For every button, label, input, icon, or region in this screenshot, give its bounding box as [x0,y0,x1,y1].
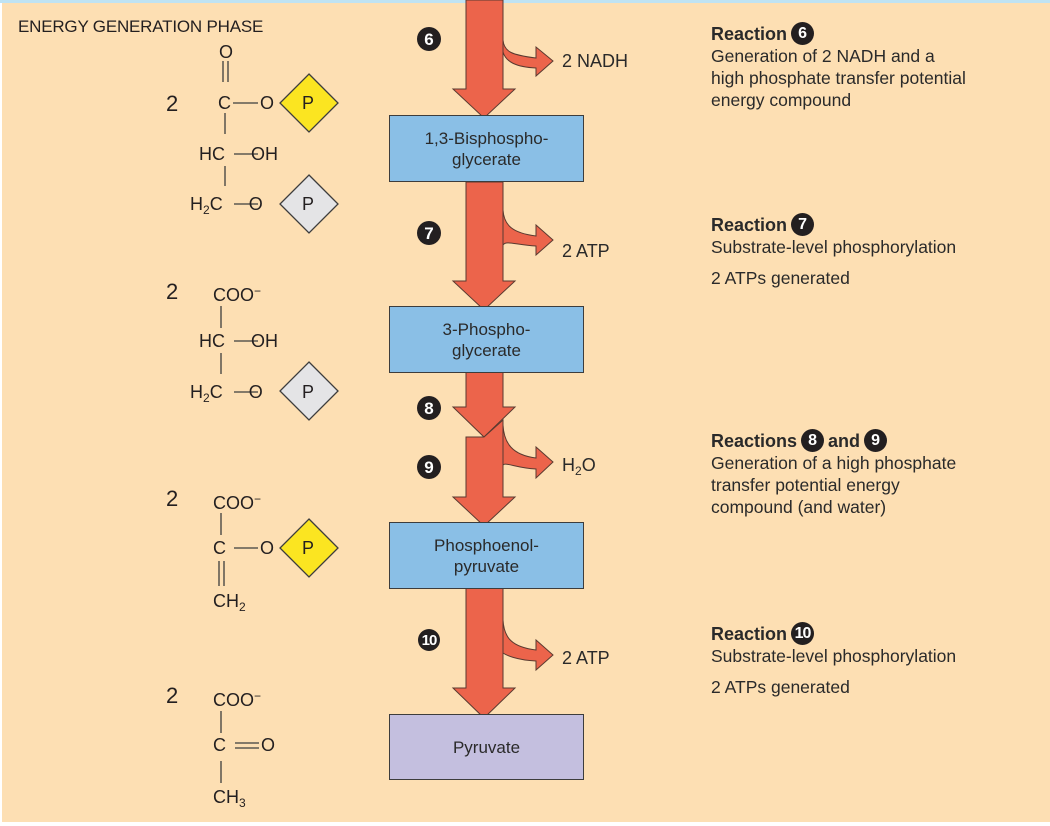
step-badge-7: 7 [417,221,441,245]
phosphate-label: P [302,382,315,402]
chemical-bonds [218,61,259,783]
phosphate-low-energy-1 [279,174,339,234]
oxygen-atom: O [261,735,276,755]
reaction-heading: Reaction [711,623,788,644]
step-badge-6: 6 [417,27,441,51]
branch-arrow-water [502,424,554,480]
top-border-strip [0,0,1050,3]
oxygen-atom: O [260,93,275,113]
reaction-text: high phosphate transfer potential [711,68,966,88]
ch2-group: CH2 [213,591,246,614]
box-line: 3-Phospho- [442,319,531,339]
reaction-note: 2 ATPs generated [711,677,850,697]
coefficient: 2 [166,279,179,304]
coefficient: 2 [166,486,179,511]
reaction-text: Generation of 2 NADH and a [711,46,935,66]
reaction-text: transfer potential energy [711,475,900,495]
reaction-badge-9: 9 [864,429,888,452]
phosphate-label: P [302,194,315,214]
reaction-text: Substrate-level phosphorylation [711,646,957,666]
reaction-joiner: and [828,430,861,451]
box-pyruvate: Pyruvate [389,714,584,780]
product-atp-2: 2 ATP [562,648,610,668]
reaction-text: Generation of a high phosphate [711,453,957,473]
branch-arrow-atp-1 [502,209,554,257]
phosphate-label: P [302,93,315,113]
arrow-step-6 [451,0,517,119]
box-line: glycerate [452,149,521,169]
reaction-heading: Reaction [711,23,788,44]
step-badge-8: 8 [417,396,441,420]
product-nadh: 2 NADH [562,51,629,71]
phosphate-low-energy-2 [279,361,339,421]
phosphate-high-energy-2 [279,518,339,578]
box-phosphoenolpyruvate: Phosphoenol-pyruvate [389,522,584,589]
reaction-heading: Reactions [711,430,798,451]
reaction-text: energy compound [711,90,852,110]
phosphate-diamonds [279,73,339,578]
box-line: 1,3-Bisphospho- [424,128,549,148]
branch-arrow-atp-2 [502,619,554,672]
reaction-badge-6: 6 [791,22,815,45]
reaction-badge-8: 8 [801,429,825,452]
carboxylate-group: COO− [213,492,262,513]
box-line: pyruvate [453,556,520,576]
reaction-heading: Reaction [711,214,788,235]
carboxylate-group: COO− [213,284,262,305]
phosphate-high-energy-1 [279,73,339,133]
carbon-atom: C [213,538,226,558]
box-line: Phosphoenol- [434,535,539,555]
carboxylate-group: COO− [213,689,262,710]
step-badge-10: 10 [418,629,440,651]
branch-arrow-nadh [502,39,554,78]
arrow-step-8 [451,371,517,438]
arrow-step-9 [451,418,517,527]
box-line: Pyruvate [452,737,521,757]
carbon-atom: C [213,735,226,755]
reaction-badge-10: 10 [791,622,815,645]
box-line: glycerate [452,340,521,360]
reaction-note: 2 ATPs generated [711,268,850,288]
box-phosphoglycerate: 3-Phospho-glycerate [389,306,584,373]
arrow-step-7 [451,181,517,311]
phosphate-label: P [302,538,315,558]
box-bisphosphoglycerate: 1,3-Bisphospho-glycerate [389,115,584,182]
ch3-group: CH3 [213,787,246,810]
coefficient: 2 [166,683,179,708]
carbon-atom: C [218,93,231,113]
product-atp-1: 2 ATP [562,241,610,261]
phase-title: ENERGY GENERATION PHASE [18,17,264,36]
product-water: H2O [562,455,596,478]
reaction-badge-7: 7 [791,213,815,236]
coefficient: 2 [166,91,179,116]
arrow-step-10 [451,587,517,719]
reaction-text: Substrate-level phosphorylation [711,237,957,257]
step-badge-9: 9 [417,455,441,479]
reaction-text: compound (and water) [711,497,887,517]
oxygen-atom: O [260,538,275,558]
carbonyl-oxygen: O [219,42,234,62]
